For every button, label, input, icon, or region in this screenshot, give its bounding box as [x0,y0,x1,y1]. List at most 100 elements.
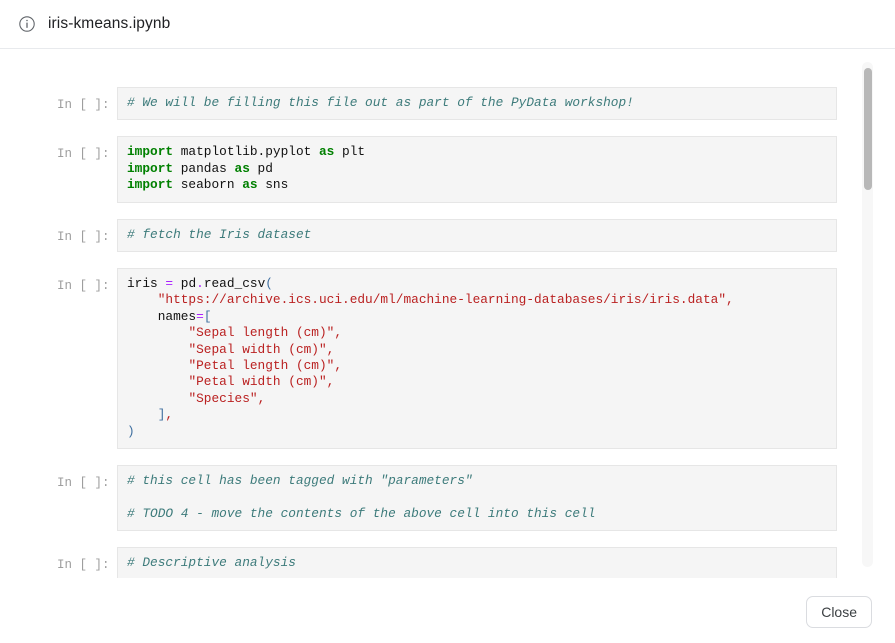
token-st: , [257,390,266,406]
token-st: , [334,358,343,374]
page-title: iris-kmeans.ipynb [48,15,171,32]
token-nm [127,325,188,340]
code-line: ) [127,424,827,440]
token-cm: # Descriptive analysis [127,555,296,571]
code-line: "Petal width (cm)", [127,374,827,390]
code-line: import seaborn as sns [127,177,827,193]
token-nm: iris [127,276,166,292]
token-nm [127,342,188,357]
code-line: # fetch the Iris dataset [127,227,827,243]
cell-prompt-label: In [ ]: [57,229,110,244]
token-pn: ] [157,407,166,423]
notebook-scroll-area[interactable]: In [ ]: # We will be filling this file ou… [0,50,895,578]
token-op: . [196,276,204,292]
token-st: "Sepal length (cm)" [188,325,335,341]
cell-prompt-label: In [ ]: [57,279,110,294]
vertical-scrollbar[interactable] [862,62,873,567]
cell-editor-cell-fetch-comment[interactable]: # fetch the Iris dataset [117,218,837,253]
token-kw: import [127,177,174,193]
notebook-cell[interactable]: In [ ]: # We will be filling this file ou… [0,87,858,121]
code-line: # TODO 4 - move the contents of the abov… [127,506,827,522]
token-st: , [165,407,174,423]
token-nm: read_csv [203,276,266,292]
token-op: = [165,276,174,292]
token-pn: [ [203,308,212,324]
token-kw: import [127,160,174,176]
notebook-cell-list: In [ ]: # We will be filling this file ou… [0,50,858,578]
cell-editor-cell-descriptive-comment[interactable]: # Descriptive analysis [117,547,837,578]
code-line: # this cell has been tagged with "parame… [127,473,827,489]
token-kw: as [319,144,335,160]
code-line: iris = pd.read_csv( [127,276,827,292]
info-circle-icon [19,16,35,32]
token-nm: sns [257,177,289,193]
code-line: import matplotlib.pyplot as plt [127,144,827,160]
code-line: # We will be filling this file out as pa… [127,95,827,111]
cell-prompt-label: In [ ]: [57,476,110,491]
token-cm: # this cell has been tagged with "parame… [127,473,473,489]
token-kw: as [234,160,250,176]
token-kw: import [127,144,174,160]
token-nm [127,374,188,389]
token-cm: # fetch the Iris dataset [127,226,312,242]
cell-prompt-label: In [ ]: [57,558,110,573]
cell-editor-cell-intro-comment[interactable]: # We will be filling this file out as pa… [117,87,837,121]
token-nm: pd [173,276,197,292]
token-nm [127,358,188,373]
token-st: , [726,292,734,308]
cell-source: iris = pd.read_csv( "https://archive.ics… [127,276,827,440]
token-nm: seaborn [173,177,243,193]
titlebar: iris-kmeans.ipynb [0,0,895,49]
token-pn: ( [265,276,273,292]
cell-prompt-label: In [ ]: [57,147,110,162]
token-nm: plt [334,144,366,160]
close-button[interactable]: Close [806,596,872,628]
notebook-cell[interactable]: In [ ]: # fetch the Iris dataset [0,218,858,253]
token-nm: pandas [173,160,235,176]
token-st: , [326,374,335,390]
token-nm [127,292,158,307]
code-line: "Species", [127,391,827,407]
token-nm: pd [249,160,273,176]
cell-source: # fetch the Iris dataset [127,227,827,243]
code-line: ], [127,407,827,423]
token-nm [127,407,158,422]
token-st: "Petal length (cm)" [188,358,335,374]
notebook-cell[interactable]: In [ ]: # this cell has been tagged with … [0,465,858,532]
dialog-footer: Close [0,578,895,643]
code-line: names=[ [127,309,827,325]
notebook-cell[interactable]: In [ ]: # Descriptive analysis [0,547,858,578]
code-line: "https://archive.ics.uci.edu/ml/machine-… [127,292,827,308]
cell-source: # this cell has been tagged with "parame… [127,473,827,522]
token-st: , [334,325,343,341]
code-line: "Sepal width (cm)", [127,342,827,358]
notebook-cell[interactable]: In [ ]: iris = pd.read_csv( "https://arch… [0,268,858,450]
token-pn: ) [127,423,135,439]
token-st: "Species" [188,390,258,406]
token-st: , [326,341,335,357]
token-cm: # We will be filling this file out as pa… [127,95,634,110]
token-st: "https://archive.ics.uci.edu/ml/machine-… [157,292,726,308]
cell-editor-cell-parameters-tagged[interactable]: # this cell has been tagged with "parame… [117,465,837,532]
code-line: "Sepal length (cm)", [127,325,827,341]
cell-source: # We will be filling this file out as pa… [127,95,827,111]
cell-source: # Descriptive analysis [127,555,827,571]
scrollbar-thumb[interactable] [863,68,872,190]
code-line: import pandas as pd [127,161,827,177]
code-line [127,490,827,506]
token-nm: matplotlib.pyplot [173,144,319,160]
token-nm: names [127,308,197,324]
token-st: "Petal width (cm)" [188,374,327,390]
token-op: = [196,308,204,324]
token-nm [127,391,188,406]
code-line: # Descriptive analysis [127,555,827,571]
token-st: "Sepal width (cm)" [188,341,327,357]
code-line: "Petal length (cm)", [127,358,827,374]
token-kw: as [242,177,258,193]
cell-editor-cell-read-csv[interactable]: iris = pd.read_csv( "https://archive.ics… [117,268,837,450]
token-cm: # TODO 4 - move the contents of the abov… [127,505,596,521]
cell-prompt-label: In [ ]: [57,98,110,112]
